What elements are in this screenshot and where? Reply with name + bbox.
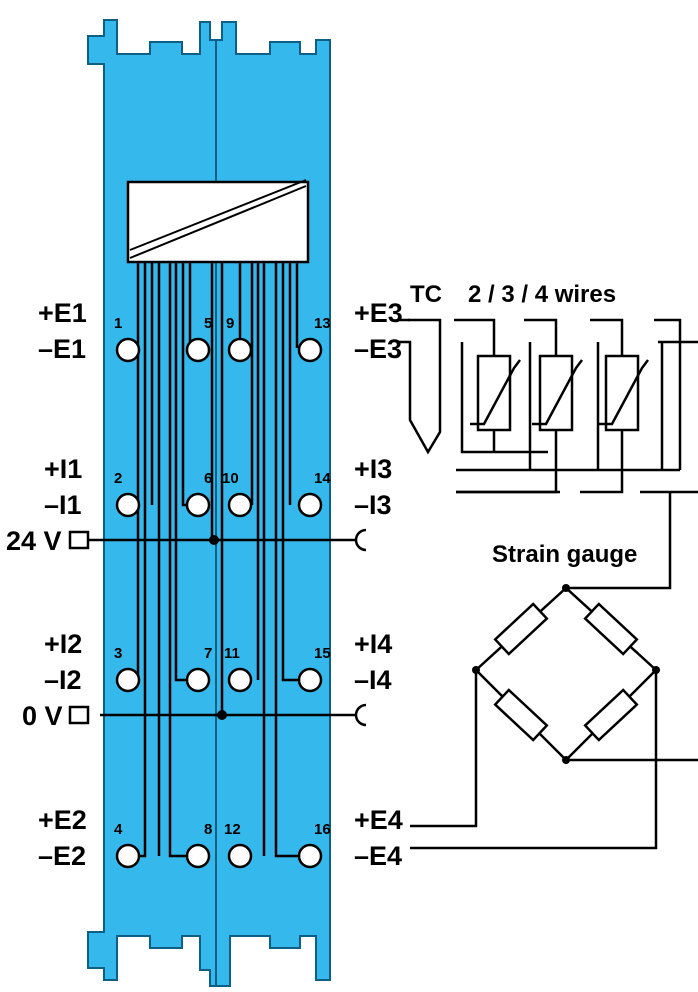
label-minus-i2: –I2: [44, 665, 82, 695]
terminal-4[interactable]: [115, 843, 141, 869]
terminal-number: 11: [224, 645, 240, 662]
terminal-number: 14: [314, 470, 331, 487]
terminal-number: 2: [114, 470, 122, 487]
terminal-5[interactable]: [185, 337, 211, 363]
terminal-14[interactable]: [297, 492, 323, 518]
terminal-12[interactable]: [227, 843, 253, 869]
label-plus-e4: +E4: [354, 805, 403, 835]
label-plus-i3: +I3: [354, 454, 392, 484]
terminal-2[interactable]: [115, 492, 141, 518]
terminal-numbers: 1 5 9 13 2 6 10 14 3 7 11 15 4 8 12 16: [114, 315, 331, 838]
label-minus-e3: –E3: [354, 334, 402, 364]
terminal-10[interactable]: [227, 492, 253, 518]
label-minus-i1: –I1: [44, 490, 82, 520]
terminal-11[interactable]: [227, 667, 253, 693]
terminal-8[interactable]: [185, 843, 211, 869]
label-plus-e2: +E2: [38, 805, 87, 835]
electronics-block: [126, 179, 310, 264]
label-plus-e1: +E1: [38, 298, 87, 328]
connector-0v[interactable]: [68, 705, 90, 725]
terminal-3[interactable]: [115, 667, 141, 693]
tc-label: TC: [410, 281, 442, 308]
label-plus-i1: +I1: [44, 454, 82, 484]
terminal-1[interactable]: [115, 337, 141, 363]
terminal-number: 13: [314, 315, 331, 332]
terminal-number: 9: [226, 315, 234, 332]
terminal-number: 3: [114, 645, 122, 662]
junction-0v: [217, 710, 227, 720]
label-plus-i2: +I2: [44, 629, 82, 659]
terminal-number: 7: [204, 645, 212, 662]
label-0v: 0 V: [22, 701, 63, 731]
label-24v: 24 V: [6, 526, 62, 556]
terminal-number: 15: [314, 645, 331, 662]
terminal-6[interactable]: [185, 492, 211, 518]
label-minus-e2: –E2: [38, 841, 86, 871]
terminal-15[interactable]: [297, 667, 323, 693]
terminal-number: 4: [114, 821, 123, 838]
label-plus-i4: +I4: [354, 629, 392, 659]
rtd-sensors-icon: [454, 318, 698, 494]
signal-labels: +E1 –E1 +I1 –I1 24 V +I2 –I2 0 V +E2 –E2…: [6, 298, 403, 871]
terminal-7[interactable]: [185, 667, 211, 693]
strain-gauge-icon: [410, 492, 698, 850]
terminal-number: 10: [222, 470, 239, 487]
bridge-nodes: [472, 584, 660, 764]
rtd-wires-label: 2 / 3 / 4 wires: [468, 281, 616, 308]
label-minus-i4: –I4: [354, 665, 392, 695]
strain-gauge-label: Strain gauge: [492, 541, 637, 568]
terminal-16[interactable]: [297, 843, 323, 869]
label-minus-e1: –E1: [38, 334, 86, 364]
terminal-number: 8: [204, 821, 212, 838]
terminal-13[interactable]: [297, 337, 323, 363]
label-plus-e3: +E3: [354, 298, 403, 328]
terminal-number: 5: [204, 315, 212, 332]
connector-24v[interactable]: [68, 530, 90, 550]
internal-wires: [88, 262, 355, 858]
junction-24v: [209, 535, 219, 545]
connector-24v-right[interactable]: [354, 528, 367, 552]
terminal-holes[interactable]: [115, 337, 323, 869]
terminal-9[interactable]: [227, 337, 253, 363]
terminal-number: 12: [224, 821, 241, 838]
terminal-number: 16: [314, 821, 331, 838]
label-minus-e4: –E4: [354, 841, 402, 871]
thermocouple-icon: [408, 318, 442, 455]
terminal-number: 6: [204, 470, 212, 487]
sensor-leads: [398, 318, 412, 350]
terminal-number: 1: [114, 315, 122, 332]
connector-0v-right[interactable]: [354, 703, 367, 727]
label-minus-i3: –I3: [354, 490, 392, 520]
